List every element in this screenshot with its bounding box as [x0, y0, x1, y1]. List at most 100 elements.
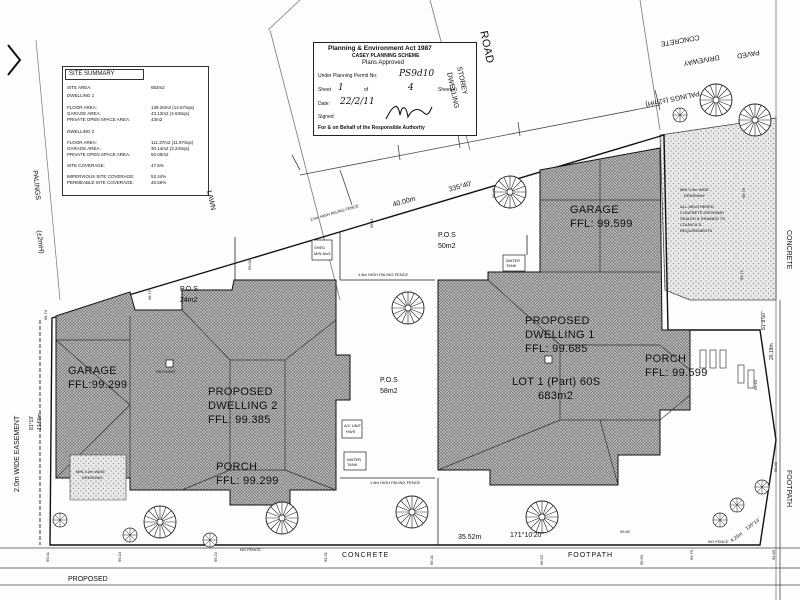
porch-2-ffl: FFL: 99.299: [216, 475, 279, 487]
no-fence-b: NO FENCE: [708, 539, 729, 544]
left-dim: 12.50m: [37, 413, 43, 430]
bottom-bearing: 171°10'20": [510, 532, 544, 539]
porch-1-columns: [699, 349, 755, 389]
site-summary-title: SITE SUMMARY: [65, 69, 144, 80]
neighbour-building-outline: [291, 89, 661, 206]
d1-pos-value: 43m2: [151, 117, 163, 122]
fence-bottom-note: 1.8m HIGH PALING FENCE: [370, 480, 421, 485]
site-coverage-value: 47.6%: [151, 163, 164, 168]
stamp-signed-label: Signed:: [318, 114, 335, 120]
dwelling-2-title-b: DWELLING 2: [208, 400, 278, 412]
spot-99-11: 99.11: [369, 218, 374, 228]
water-tank-1-a: WATER: [347, 457, 361, 462]
d2-floor-value: 111.37m2 (11.97Sqs): [151, 140, 194, 145]
driveway-note-g: REQUIREMENTS: [680, 228, 713, 233]
concrete-bottom: CONCRETE: [342, 552, 390, 559]
planning-approval-stamp: Planning & Environment Act 1987 CASEY PL…: [313, 42, 477, 136]
d2-pos-value: 50.00m2: [151, 152, 169, 157]
dwelling-1-title-a: PROPOSED: [525, 315, 590, 327]
dwelling-2-roof: [55, 279, 351, 506]
site-coverage-label: SITE COVERAGE:: [67, 163, 106, 168]
pos-left-label: P.O.S: [180, 286, 198, 293]
stamp-permit-label: Under Planning Permit No:: [318, 73, 378, 79]
spot-99-10: 99.10: [117, 551, 122, 562]
porch-1-label: PORCH: [645, 353, 687, 365]
site-boundary: [49, 134, 777, 546]
right-dim: 20.19m: [769, 343, 775, 360]
stamp-line-3: Plans Approved: [362, 60, 405, 66]
spot-99-63: 99.63: [753, 379, 758, 390]
proposed-bottom: PROPOSED: [68, 576, 108, 583]
spot-99-80: 99.80: [773, 461, 778, 472]
stamp-of-value: 4: [408, 83, 414, 93]
stamp-line-1: Planning & Environment Act 1987: [328, 45, 432, 52]
water-tank-1-b: TANK: [347, 462, 358, 467]
stamp-sheet-value: 1: [338, 83, 344, 93]
stamp-sheets-label: Sheet(s): [438, 87, 457, 93]
fence-mid-note: 1.8m HIGH PALING FENCE: [358, 272, 409, 277]
d2-garage-value: 30.14m2 (3.24Sqs): [151, 146, 190, 151]
spot-99-60-b: 99.60: [639, 554, 644, 565]
spot-99-52: 99.52: [539, 554, 544, 565]
left-palings-line: [35, 39, 61, 301]
driveway-2-hatch: [69, 454, 127, 501]
stamp-permit-value: PS9d10: [399, 69, 435, 79]
spot-99-60: 99.60: [620, 529, 631, 534]
spot-99-71: 99.71: [739, 269, 744, 280]
right-bearing: 81°8'50": [761, 311, 767, 330]
permeable-value: 46.56%: [151, 180, 167, 185]
dwelling-1-title-b: DWELLING 1: [525, 329, 595, 341]
left-bearing: 81°19': [29, 415, 35, 430]
impervious-label: IMPERVIOUS SITE COVERAGE:: [67, 174, 135, 179]
spot-99-22: 99.22: [213, 551, 218, 562]
spot-98-74: 98.74: [43, 309, 48, 320]
no-fence-a: NO FENCE: [240, 547, 261, 552]
pos-left-area: 24m2: [180, 297, 198, 304]
stamp-line-2: CASEY PLANNING SCHEME: [352, 53, 420, 59]
garage-1-label: GARAGE: [570, 204, 619, 216]
driveway-2-note-a: MIN 3.0m WIDE: [76, 469, 105, 474]
stamp-date-value: 22/2/11: [340, 97, 375, 107]
site-summary-box: SITE SUMMARY SITE AREA: 683m2 DWELLING 1…: [62, 66, 209, 196]
ac-unit-label: A/C UNIT: [344, 423, 362, 428]
permeable-label: PERMEABLE SITE COVERAGE:: [67, 180, 134, 185]
driveway-2-note-b: DRIVEWAY: [82, 475, 103, 480]
d1-garage-value: 43.13m2 (4.63Sqs): [151, 111, 190, 116]
porch-2-label: PORCH: [216, 461, 258, 473]
skylight-label: SKYLIGHT: [156, 369, 176, 374]
d1-floor-label: FLOOR AREA:: [67, 105, 98, 110]
site-area-value: 683m2: [151, 85, 165, 90]
spot-99-00: 99.00: [247, 259, 252, 270]
pos-top-area: 50m2: [438, 243, 456, 250]
dwelling-2-label: DWELLING 2: [67, 129, 95, 134]
lot-label: LOT 1 (Part) 60S: [512, 376, 601, 388]
impervious-value: 53.44%: [151, 174, 167, 179]
driveway-note-e: SEALED & DRAINED TO: [680, 216, 726, 221]
easement-label: 2.0m WIDE EASEMENT: [14, 415, 21, 492]
porch-1-ffl: FFL: 99.599: [645, 367, 708, 379]
dwelling-1-ffl: FFL: 99.685: [525, 343, 588, 355]
pos-top-label: P.O.S: [438, 232, 456, 239]
d1-floor-value: 139.26m2 (14.57Sqs): [151, 105, 195, 110]
concrete-driveway-hatch: [659, 117, 777, 301]
d1-pos-label: PRIVATE OPEN SPACE AREA:: [67, 117, 131, 122]
hws-label: HWS: [346, 429, 356, 434]
water-tank-2-b: TANK: [506, 263, 517, 268]
d2-pos-label: PRIVATE OPEN SPACE AREA:: [67, 152, 131, 157]
stamp-signature: [385, 105, 433, 120]
garage-2-label: GARAGE: [68, 365, 117, 377]
footpath-lines: [0, 300, 800, 600]
concrete-right: CONCRETE: [785, 230, 792, 270]
spot-99-31: 99.31: [323, 551, 328, 562]
water-tanks: [311, 239, 526, 471]
water-tank-2-a: WATER: [506, 258, 520, 263]
d2-floor-label: FLOOR AREA:: [67, 140, 98, 145]
site-area-label: SITE AREA:: [67, 85, 92, 90]
driveway-note-d: CONCRETE DRIVEWAY: [680, 210, 725, 215]
stamp-date-label: Date:: [318, 101, 330, 107]
stamp-of-label: of: [364, 87, 369, 93]
footpath-bottom: FOOTPATH: [568, 552, 614, 559]
lot-area: 683m2: [538, 390, 574, 402]
dwelling-2-title-a: PROPOSED: [208, 386, 273, 398]
spot-98-72: 98.72: [147, 289, 152, 300]
